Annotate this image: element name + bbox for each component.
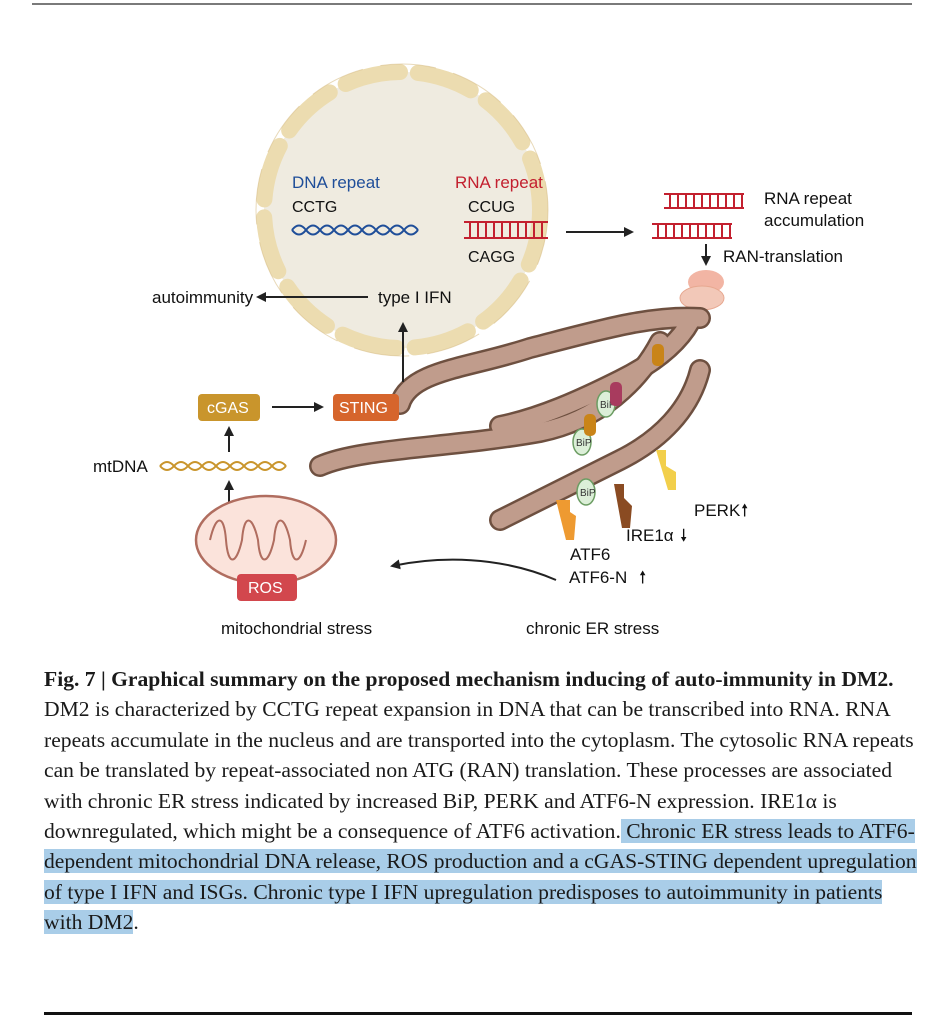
mechanism-diagram: DNA repeat CCTG RNA repeat CCUG CAGG RNA… bbox=[93, 63, 864, 638]
er-stress-label: chronic ER stress bbox=[526, 619, 659, 638]
atf6-icon bbox=[556, 500, 576, 540]
atf6-label: ATF6 bbox=[570, 545, 610, 564]
bip-label-1: BiP bbox=[576, 438, 592, 449]
ire1a-icon bbox=[614, 484, 632, 528]
perk-icon bbox=[656, 450, 676, 490]
cgas-box bbox=[198, 394, 260, 421]
er-to-mito-arrow bbox=[390, 558, 557, 581]
atf6n-label: ATF6-N bbox=[569, 568, 627, 587]
figure-caption: Fig. 7 | Graphical summary on the propos… bbox=[44, 664, 924, 938]
dna-repeat-sequence: CCTG bbox=[292, 199, 337, 216]
autoimmunity-label: autoimmunity bbox=[152, 288, 254, 307]
ribosome bbox=[679, 270, 725, 328]
ire1a-label: IRE1α bbox=[626, 526, 674, 545]
perk-label: PERK bbox=[694, 501, 741, 520]
rna-repeat-seq-bottom: CAGG bbox=[468, 249, 515, 266]
atf6n-up-arrow: 🠕 bbox=[639, 568, 646, 587]
rna-ladder bbox=[464, 221, 548, 239]
ros-box bbox=[237, 574, 297, 601]
caption-end: . bbox=[133, 910, 139, 935]
top-rule bbox=[32, 3, 912, 5]
ros-label: ROS bbox=[248, 580, 283, 597]
rna-repeat-label: RNA repeat bbox=[455, 173, 543, 192]
mtdna-label: mtDNA bbox=[93, 457, 148, 476]
er-stress-sensors bbox=[556, 344, 676, 540]
type1-ifn-label: type I IFN bbox=[378, 288, 452, 307]
rna-accum-label-1: RNA repeat bbox=[764, 189, 852, 208]
bip-label-3: BiP bbox=[580, 488, 596, 499]
mitochondrion bbox=[194, 494, 338, 586]
bip-label-2: BiP bbox=[600, 400, 616, 411]
rna-accum-label-2: accumulation bbox=[764, 211, 864, 230]
sting-label: STING bbox=[339, 400, 388, 417]
dna-helix bbox=[291, 224, 419, 236]
caption-title: Fig. 7 | Graphical summary on the propos… bbox=[44, 667, 894, 691]
endoplasmic-reticulum bbox=[309, 306, 711, 531]
ran-translation-label: RAN-translation bbox=[723, 247, 843, 266]
ire1a-down-arrow: 🠗 bbox=[680, 526, 687, 545]
cgas-label: cGAS bbox=[207, 400, 249, 417]
bottom-rule bbox=[44, 1012, 912, 1015]
sting-box bbox=[333, 394, 399, 421]
mtdna-helix bbox=[159, 461, 287, 471]
mito-stress-label: mitochondrial stress bbox=[221, 619, 372, 638]
perk-up-arrow: 🠕 bbox=[741, 501, 748, 520]
dna-repeat-label: DNA repeat bbox=[292, 173, 380, 192]
rna-repeat-seq-top: CCUG bbox=[468, 199, 515, 216]
rna-accumulation-ladders bbox=[652, 193, 744, 239]
caption-body: DM2 is characterized by CCTG repeat expa… bbox=[44, 697, 914, 844]
